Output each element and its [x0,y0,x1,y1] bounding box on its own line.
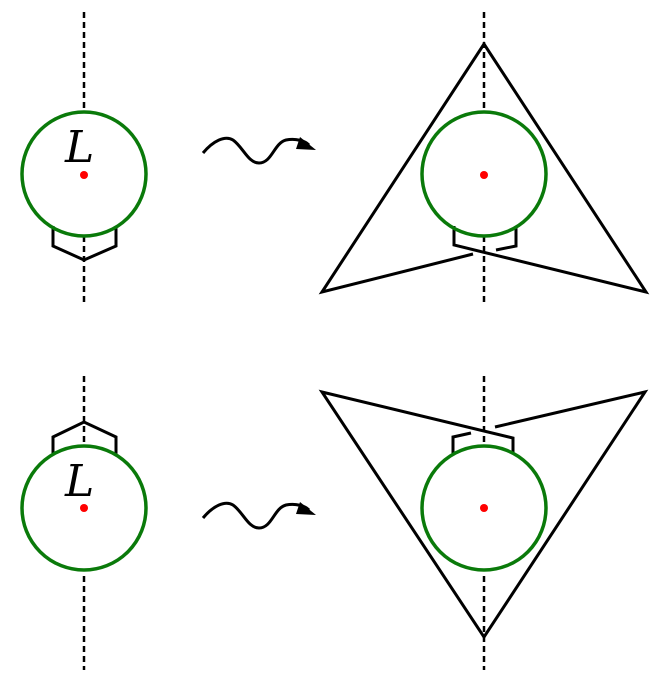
center-dot [480,171,488,179]
arrowhead-icon [296,502,316,515]
bracket-stub [495,226,518,252]
component-circle [420,110,548,238]
component-circle [420,444,548,572]
component-circle [20,110,148,238]
component-circle [20,444,148,572]
squiggly-arrow-bottom [201,501,316,530]
squiggly-arrow-top [201,136,316,165]
label-L: L [64,122,94,173]
panel-bottom-right [318,376,649,670]
arrowhead-icon [296,137,316,150]
bracket-stub [451,431,472,454]
bracket-above [51,420,118,454]
panel-bottom-left: L [20,376,148,670]
bracket-below [51,226,118,262]
triangle-outline [318,41,650,295]
center-dot [480,504,488,512]
panel-top-right [318,12,650,305]
center-dot [80,171,88,179]
label-L: L [64,456,94,507]
triangle-outline [318,389,649,640]
center-dot [80,504,88,512]
panel-top-left: L [20,12,148,305]
